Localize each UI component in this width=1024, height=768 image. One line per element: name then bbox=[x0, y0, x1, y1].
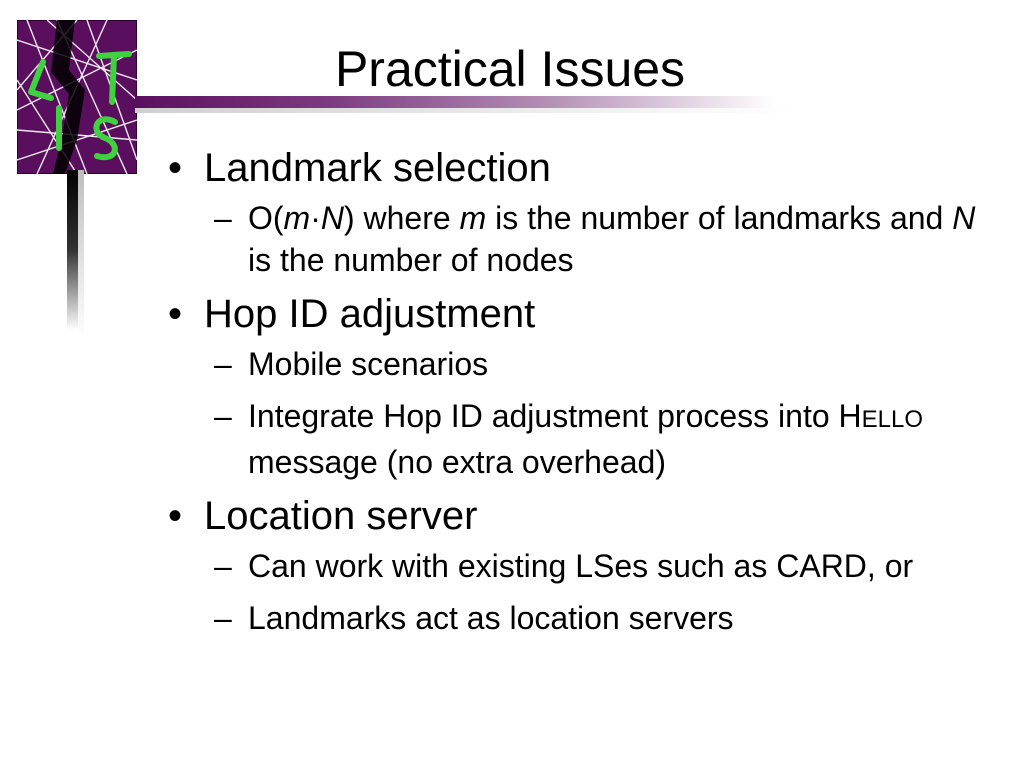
small-caps-ello: ELLO bbox=[861, 406, 924, 433]
vertical-accent-bar bbox=[67, 170, 78, 330]
dash-marker: – bbox=[214, 548, 232, 584]
bullet-marker: • bbox=[168, 494, 183, 538]
title-underline-bar bbox=[135, 96, 775, 108]
dash-marker: – bbox=[214, 600, 232, 636]
complexity-end: is the number of nodes bbox=[248, 242, 574, 278]
complexity-close: ) where bbox=[343, 200, 460, 236]
sub-bullet-text-pre: Integrate Hop ID adjustment process into… bbox=[248, 398, 862, 434]
bullet-text: Location server bbox=[204, 494, 478, 538]
sub-bullet-mobile-scenarios: – Mobile scenarios bbox=[168, 343, 998, 385]
lab-logo bbox=[17, 20, 137, 174]
bullet-marker: • bbox=[168, 146, 183, 190]
var-m-2: m bbox=[459, 200, 487, 236]
bullet-location-server: • Location server bbox=[168, 493, 998, 539]
slide-title: Practical Issues bbox=[334, 41, 686, 97]
vertical-accent-shadow bbox=[78, 170, 84, 340]
sub-bullet-text: Landmarks act as location servers bbox=[248, 600, 734, 636]
bullet-text: Landmark selection bbox=[204, 146, 551, 190]
bullet-list: • Landmark selection – O(m·N) where m is… bbox=[168, 145, 998, 649]
sub-bullet-text-post: message (no extra overhead) bbox=[248, 444, 666, 480]
dash-marker: – bbox=[214, 200, 232, 236]
title-underline-shadow bbox=[135, 108, 795, 113]
complexity-open: O( bbox=[248, 200, 284, 236]
bullet-landmark-selection: • Landmark selection bbox=[168, 145, 998, 191]
sub-bullet-existing-lses: – Can work with existing LSes such as CA… bbox=[168, 545, 998, 587]
bullet-marker: • bbox=[168, 292, 183, 336]
sub-bullet-integrate-hello: – Integrate Hop ID adjustment process in… bbox=[168, 395, 998, 483]
var-n: N bbox=[320, 200, 344, 236]
complexity-mid: is the number of landmarks and bbox=[486, 200, 953, 236]
bullet-hop-id-adjustment: • Hop ID adjustment bbox=[168, 291, 998, 337]
dash-marker: – bbox=[214, 398, 232, 434]
sub-bullet-complexity: – O(m·N) where m is the number of landma… bbox=[168, 197, 998, 281]
sub-bullet-text: Can work with existing LSes such as CARD… bbox=[248, 548, 914, 584]
sub-bullet-landmarks-as-servers: – Landmarks act as location servers bbox=[168, 597, 998, 639]
dash-marker: – bbox=[214, 346, 232, 382]
mult-dot: · bbox=[310, 200, 321, 236]
lab-logo-graphic bbox=[17, 20, 137, 174]
bullet-text: Hop ID adjustment bbox=[204, 292, 536, 336]
var-m: m bbox=[283, 200, 311, 236]
sub-bullet-text: Mobile scenarios bbox=[248, 346, 489, 382]
var-n-2: N bbox=[952, 200, 976, 236]
